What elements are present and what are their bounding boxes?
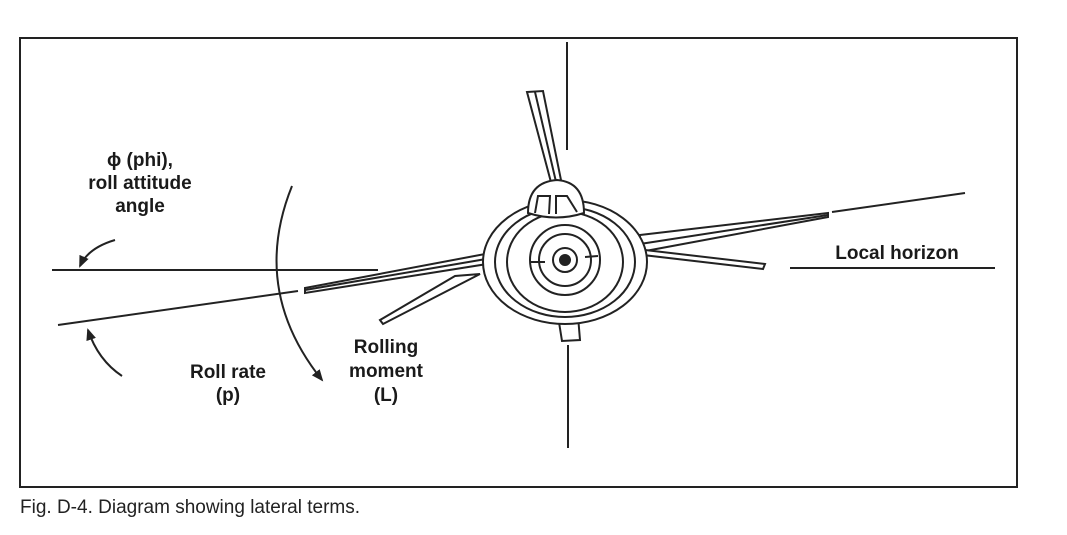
local-horizon-label: Local horizon xyxy=(835,243,959,264)
roll-rate-label-line1: Roll rate xyxy=(190,362,266,383)
figure-caption: Fig. D-4. Diagram showing lateral terms. xyxy=(20,497,360,518)
engine-center xyxy=(559,254,571,266)
right-stabilizer xyxy=(641,248,767,271)
wing-axis-line-left xyxy=(57,290,299,326)
phi-arrow-upper xyxy=(79,239,116,268)
phi-arrow-lower xyxy=(86,328,123,377)
left-stabilizer xyxy=(378,273,481,326)
rolling-moment-label-line2: moment xyxy=(349,361,424,382)
rolling-moment-label-line3: (L) xyxy=(374,385,398,406)
phi-label-line3: angle xyxy=(115,196,165,217)
roll-rate-label-line2: (p) xyxy=(216,385,240,406)
vertical-tail xyxy=(525,89,564,188)
wing-axis-line-right xyxy=(831,192,966,213)
phi-label-line2: roll attitude xyxy=(88,173,191,194)
phi-label-line1: ϕ (phi), xyxy=(107,150,173,171)
aircraft-front-view xyxy=(304,89,829,343)
figure-frame xyxy=(19,37,1018,488)
roll-rate-arc-arrow xyxy=(275,185,324,382)
rolling-moment-label-line1: Rolling xyxy=(354,337,418,358)
